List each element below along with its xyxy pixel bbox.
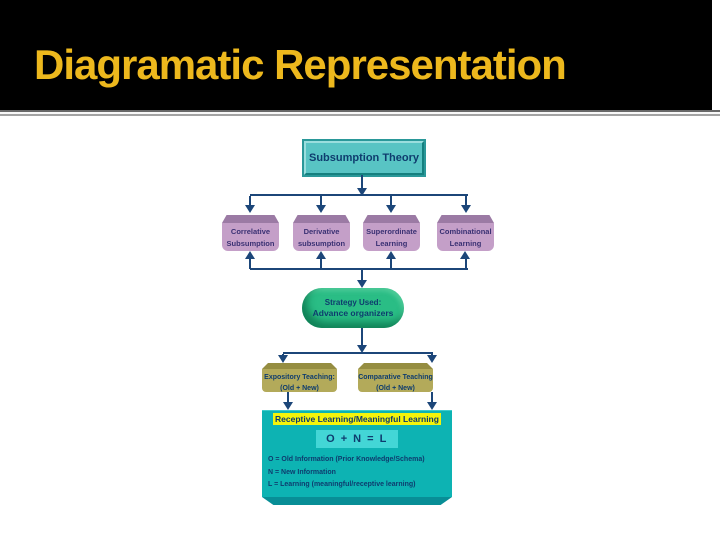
arrowhead-down <box>386 205 396 213</box>
arrowhead-down <box>278 355 288 363</box>
arrowhead-down <box>245 205 255 213</box>
flow-line <box>249 196 251 206</box>
arrowhead-up <box>245 251 255 259</box>
box-label: (Old + New) <box>280 385 319 392</box>
slide-title: Diagramatic Representation <box>34 41 567 88</box>
flow-line <box>320 259 322 269</box>
flow-line <box>361 270 363 281</box>
teaching-box-expository: Expository Teaching: (Old + New) <box>262 363 337 392</box>
flow-line <box>287 392 289 403</box>
box-top-face <box>363 215 420 223</box>
result-legend-line: L = Learning (meaningful/receptive learn… <box>268 481 416 488</box>
flow-line <box>250 194 468 196</box>
strategy-label: Advance organizers <box>312 307 394 318</box>
subsumption-theory-box: Subsumption Theory <box>304 141 424 175</box>
box-label: Learning <box>449 239 482 248</box>
box-label: Superordinate <box>366 227 417 236</box>
strategy-label: Strategy Used: <box>324 297 382 307</box>
strategy-ellipse: Strategy Used: Advance organizers <box>302 288 404 328</box>
box-label: (Old + New) <box>376 385 415 392</box>
flow-line <box>320 196 322 206</box>
arrowhead-down <box>357 280 367 288</box>
box-label: Expository Teaching: <box>264 374 335 381</box>
flow-line <box>283 352 433 354</box>
flow-line <box>465 196 467 206</box>
arrowhead-up <box>460 251 470 259</box>
arrowhead-down <box>316 205 326 213</box>
flow-line <box>390 196 392 206</box>
arrowhead-down <box>357 188 367 196</box>
flow-line <box>390 259 392 269</box>
box-top-face <box>262 363 337 369</box>
box-label: subsumption <box>297 239 346 248</box>
result-title-highlight: Receptive Learning/Meaningful Learning <box>273 413 441 425</box>
flow-line <box>431 392 433 403</box>
flow-line <box>250 268 468 270</box>
box-top-face <box>293 215 350 223</box>
arrowhead-down <box>427 402 437 410</box>
box-label: Comparative Teaching <box>358 374 433 381</box>
arrowhead-down <box>283 402 293 410</box>
header-separator <box>0 110 720 117</box>
result-box-bevel <box>262 497 452 505</box>
box-top-face <box>358 363 433 369</box>
result-box: Receptive Learning/Meaningful Learning O… <box>262 410 452 497</box>
flow-line <box>361 328 363 346</box>
teaching-box-comparative: Comparative Teaching (Old + New) <box>358 363 433 392</box>
subsumption-type-box-derivative: Derivative subsumption <box>293 215 350 251</box>
slide-header: Diagramatic Representation <box>0 0 712 110</box>
flow-line <box>249 259 251 269</box>
flow-line <box>361 175 363 190</box>
result-legend: O = Old Information (Prior Knowledge/Sch… <box>268 454 452 492</box>
result-legend-line: N = New Information <box>268 468 336 476</box>
box-label: Derivative <box>303 227 340 236</box>
arrowhead-down <box>427 355 437 363</box>
box-top-face <box>222 215 279 223</box>
arrowhead-down <box>461 205 471 213</box>
result-equation: O + N = L <box>316 430 398 448</box>
box-label: Correlative <box>230 227 271 236</box>
arrowhead-up <box>386 251 396 259</box>
flow-line <box>465 259 467 269</box>
box-label: Subsumption <box>226 239 275 248</box>
box-top-face <box>437 215 494 223</box>
box-label: Learning <box>375 239 408 248</box>
arrowhead-up <box>316 251 326 259</box>
box-label: Combinational <box>439 227 492 236</box>
arrowhead-down <box>357 345 367 353</box>
result-legend-line: O = Old Information (Prior Knowledge/Sch… <box>268 456 425 463</box>
